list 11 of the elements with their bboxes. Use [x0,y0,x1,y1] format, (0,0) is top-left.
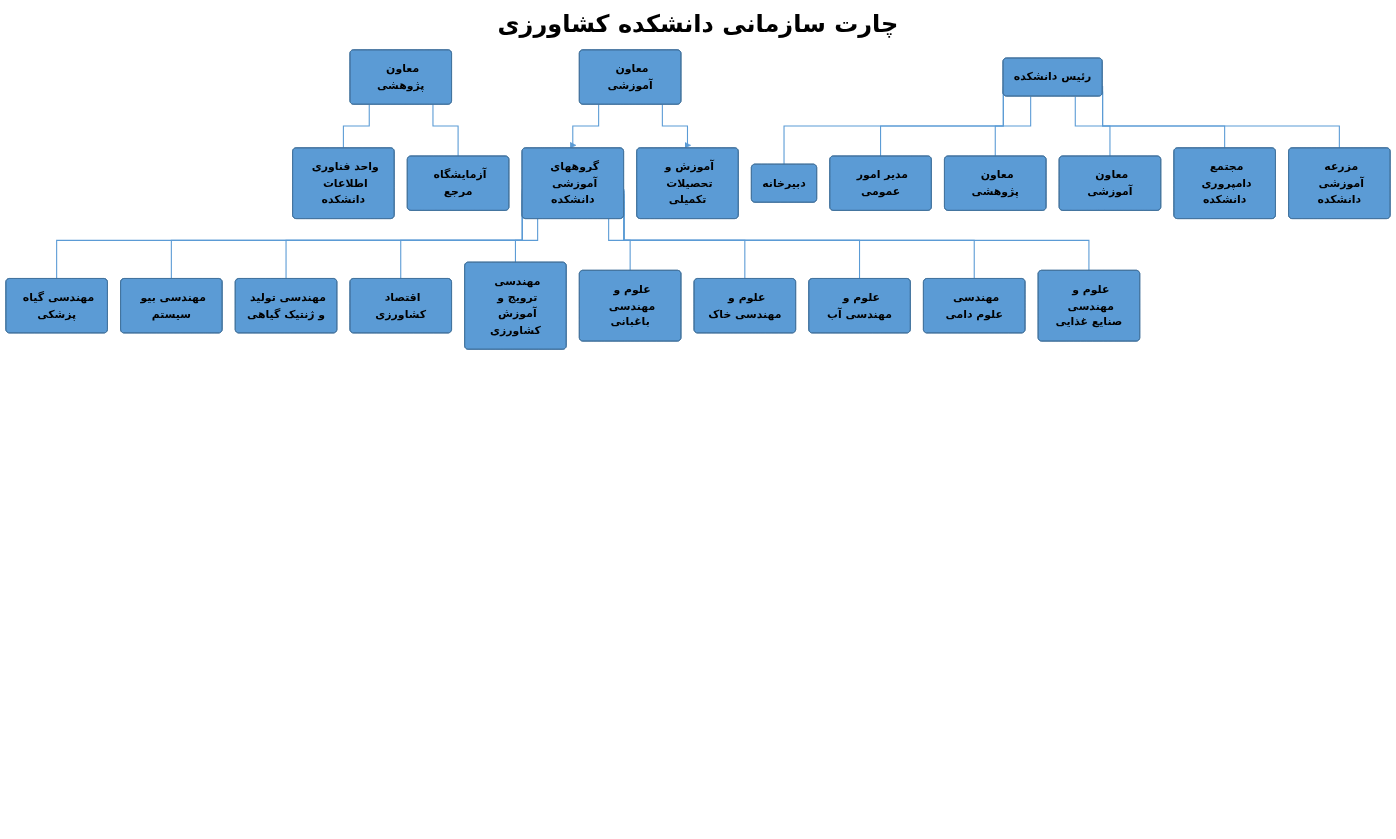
connector [608,218,632,272]
connector [1102,91,1226,149]
arrow [569,104,600,149]
org-chart: واحد فناوری اطلاعات دانشکده آزمایشگاه مرجع معاون پژوهشی علوم و مهندسی صنایع غذایی مهندسی علوم دامی علوم و مهندسی آب علوم و مهندسی خاک علوم و مهندسی باغبانی مهندسی ترویج و آموزش کشاورزی اقتصاد کشاورزی مهندسی تولید و ژنتیک گیاهی مهندسی بیو سیستم مهندسی گیاه پزشکی گروههای آموزشی دانشکده آموزش و تحصیلات تکمیلی معاون آموزشی دبیرخانه مدیر امور عمومی معاون پژوهشی معاون آموزشی مجتمع دامپروری دانشکده مزرعه آموزشی دانشکده رئیس دانشکده [0,44,1396,356]
connector [1074,95,1111,157]
diagram-title: چارت سازمانی دانشکده کشاورزی [496,10,900,38]
arrow [661,104,691,149]
connector [994,95,1032,157]
connector [432,104,459,157]
connector [342,104,370,149]
connector [514,218,539,264]
